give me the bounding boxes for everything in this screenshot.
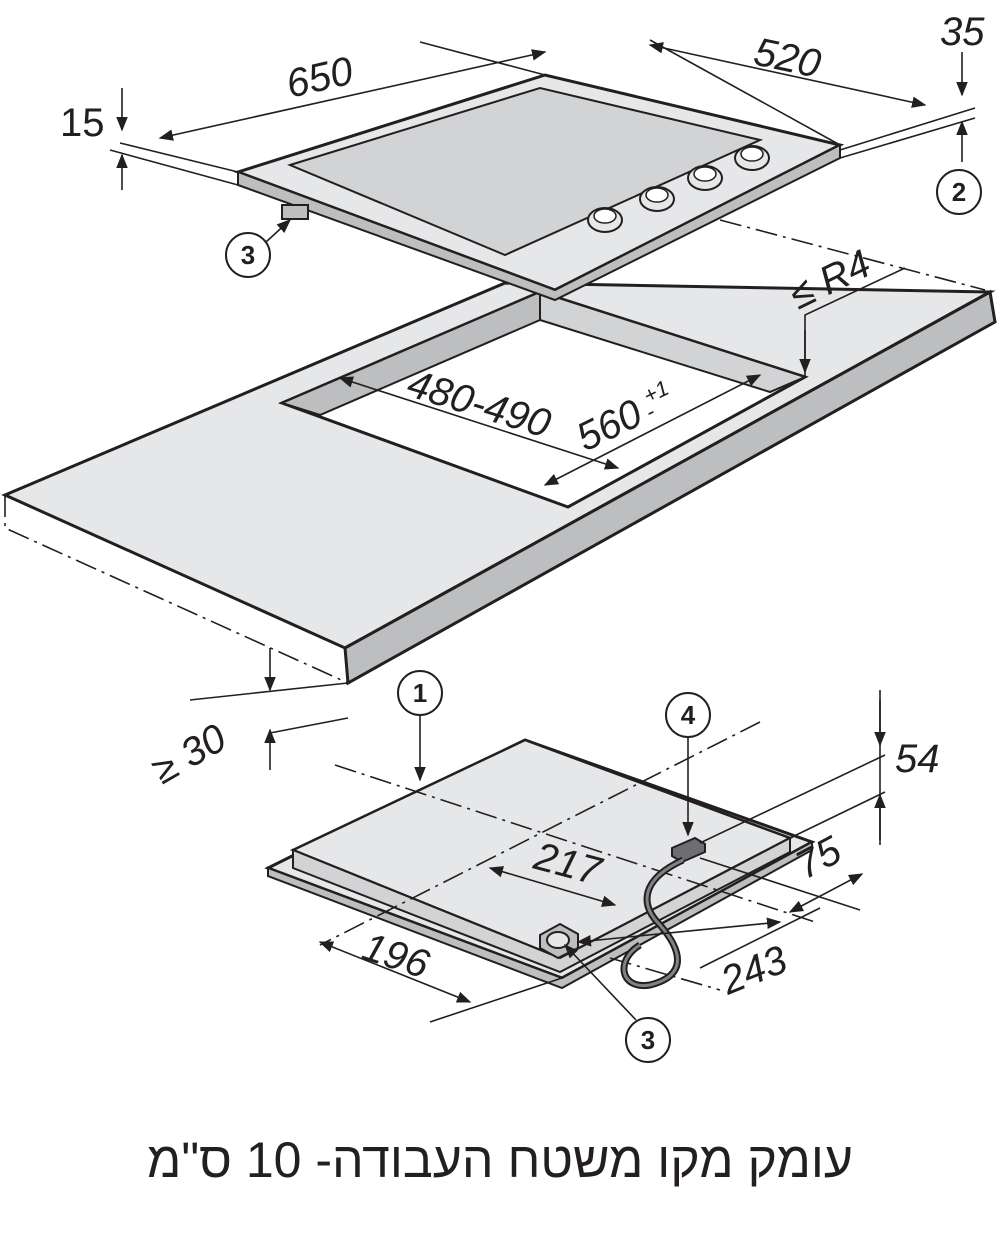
worktop-continuation-right [719, 219, 986, 291]
control-knob [587, 207, 623, 233]
caption-depth-note: עומק מקו משטח העבודה- 10 ס"מ [147, 1132, 853, 1188]
dim-243: 243 [714, 938, 793, 1004]
cutout-wall-back-right [539, 290, 808, 394]
callout-3-top-label: 3 [241, 240, 255, 270]
callout-3-top: 3 [225, 219, 292, 278]
control-knob [687, 165, 723, 191]
control-knob [639, 186, 675, 212]
dim-520: 520 [750, 30, 824, 87]
callout-2: 2 [936, 169, 982, 215]
cutout-dimensions [338, 267, 906, 486]
dim-650: 650 [282, 49, 357, 107]
callout-4: 4 [665, 692, 711, 837]
electrical-box [671, 836, 706, 864]
underside-dimensions [318, 690, 886, 1023]
control-knob [734, 145, 770, 171]
callout-2-label: 2 [952, 177, 966, 207]
dim-15: 15 [60, 101, 105, 145]
dim-30: ≥ 30 [145, 716, 234, 793]
worktop-continuation-left [4, 495, 349, 684]
centre-line [334, 764, 816, 923]
worktop-thickness-dimension [189, 648, 349, 770]
callout-1-label: 1 [413, 678, 427, 708]
callout-3-bottom-label: 3 [641, 1025, 655, 1055]
centre-line [319, 721, 761, 946]
callout-3-bottom: 3 [564, 943, 671, 1063]
hob [233, 73, 845, 302]
hob-dimensions [109, 39, 976, 190]
dim-54: 54 [895, 737, 940, 781]
worktop-front-face [343, 289, 997, 686]
dim-35: 35 [940, 10, 985, 54]
callout-4-label: 4 [681, 700, 696, 730]
gas-connector [281, 204, 309, 220]
callout-1: 1 [397, 670, 443, 782]
hob-underside [264, 721, 816, 991]
